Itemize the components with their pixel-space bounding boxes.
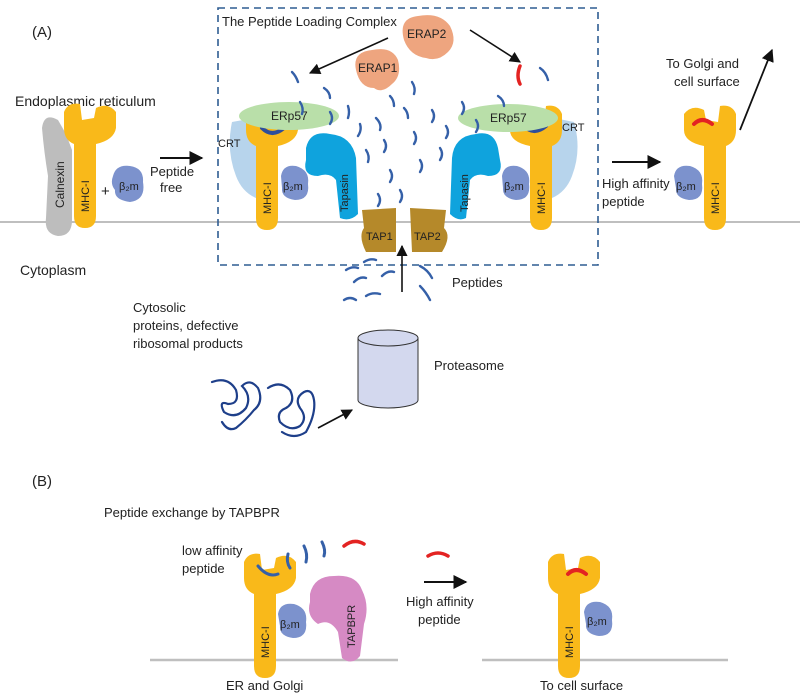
b2m-b-left: β₂m	[278, 603, 307, 638]
tap1-label: TAP1	[366, 231, 393, 243]
proteasome	[357, 329, 419, 409]
low-affinity-label-1: low affinity	[182, 543, 243, 558]
proteasome-label: Proteasome	[434, 358, 504, 373]
high-affinity-label-1: High affinity	[602, 176, 670, 191]
calnexin: Calnexin	[42, 117, 72, 236]
crt-right-label: CRT	[562, 122, 585, 134]
arrow-erap-left	[308, 37, 389, 74]
peptides-plc	[290, 66, 550, 208]
er-golgi-label: ER and Golgi	[226, 678, 303, 693]
panel-a-label: (A)	[32, 24, 52, 41]
mhc-b-left: MHC-I	[244, 553, 296, 678]
mhc-b-right: MHC-I	[548, 553, 600, 678]
peptides-label: Peptides	[452, 275, 503, 290]
b2m-right: β₂m	[502, 165, 530, 200]
b2m-left: β₂m	[281, 165, 309, 200]
b2m-right-label: β₂m	[504, 181, 524, 193]
tap2: TAP2	[410, 208, 448, 252]
erap1-label: ERAP1	[358, 61, 398, 75]
erp57-left: ERp57	[239, 102, 339, 130]
erap1: ERAP1	[355, 49, 400, 91]
red-peptide-b1	[342, 539, 366, 548]
tapasin-left-label: Tapasin	[339, 174, 351, 212]
tapasin-right-label: Tapasin	[459, 174, 471, 212]
peptides-cytosol	[342, 258, 434, 302]
mhc-right: MHC-I	[510, 105, 562, 230]
mhc-free-label: MHC-I	[80, 180, 92, 212]
b2m-b-left-label: β₂m	[280, 619, 300, 631]
peptides-b	[256, 540, 327, 577]
erp57-left-label: ERp57	[271, 109, 308, 123]
high-affinity-label-2: peptide	[602, 194, 645, 209]
cytoplasm-label: Cytoplasm	[20, 262, 86, 278]
panel-b-label: (B)	[32, 473, 52, 490]
arrow-to-golgi	[739, 48, 774, 131]
mhc-b-right-label: MHC-I	[564, 626, 576, 658]
mhc-b-left-label: MHC-I	[260, 626, 272, 658]
erap2: ERAP2	[402, 15, 454, 60]
peptide-free-label-2: free	[160, 180, 182, 195]
peptide-free-label-1: Peptide	[150, 164, 194, 179]
b2m-free: β₂m	[111, 165, 144, 202]
cytosolic-label-3: ribosomal products	[133, 336, 243, 351]
plus-sign: +	[101, 183, 110, 200]
cytosolic-label-2: proteins, defective	[133, 318, 239, 333]
tapasin-left: Tapasin	[305, 133, 358, 220]
b2m-b-right: β₂m	[584, 601, 613, 636]
b2m-left-label: β₂m	[283, 181, 303, 193]
high-affinity-b-label-1: High affinity	[406, 594, 474, 609]
cell-surface-label: To cell surface	[540, 678, 623, 693]
red-peptide-b2	[426, 551, 450, 558]
tapbpr-title: Peptide exchange by TAPBPR	[104, 505, 280, 520]
b2m-b-right-label: β₂m	[587, 616, 607, 628]
tap1: TAP1	[361, 208, 396, 252]
b2m-free-label: β₂m	[119, 181, 139, 193]
erap2-label: ERAP2	[407, 27, 447, 41]
red-peptide-plc	[516, 64, 522, 86]
low-affinity-label-2: peptide	[182, 561, 225, 576]
tapbpr: TAPBPR	[309, 575, 367, 662]
arrow-erap-right	[469, 29, 521, 63]
b2m-loaded: β₂m	[674, 165, 703, 200]
tapasin-right: Tapasin	[450, 133, 501, 220]
plc-box	[217, 7, 599, 266]
mhc-left-label: MHC-I	[262, 182, 274, 214]
erp57-right: ERp57	[458, 104, 558, 132]
plc-title: The Peptide Loading Complex	[222, 14, 397, 29]
mhc-loaded: MHC-I	[684, 105, 736, 230]
mhc-right-label: MHC-I	[536, 182, 548, 214]
calnexin-label: Calnexin	[53, 161, 67, 208]
mhc-left: MHC-I	[246, 105, 298, 230]
tap2-label: TAP2	[414, 231, 441, 243]
golgi-label-1: To Golgi and	[666, 56, 739, 71]
golgi-label-2: cell surface	[674, 74, 740, 89]
tapbpr-label: TAPBPR	[346, 605, 358, 648]
mhc-loaded-label: MHC-I	[710, 182, 722, 214]
red-peptide-loaded	[692, 118, 714, 126]
erp57-right-label: ERp57	[490, 111, 527, 125]
crt-left-label: CRT	[218, 138, 241, 150]
high-affinity-b-label-2: peptide	[418, 612, 461, 627]
er-label: Endoplasmic reticulum	[15, 93, 156, 109]
b2m-loaded-label: β₂m	[676, 181, 696, 193]
cytosolic-label-1: Cytosolic	[133, 300, 186, 315]
unfolded-proteins	[210, 379, 316, 438]
red-peptide-b3	[566, 568, 588, 576]
arrow-to-proteasome	[317, 409, 353, 429]
mhc-free: MHC-I	[64, 103, 116, 228]
